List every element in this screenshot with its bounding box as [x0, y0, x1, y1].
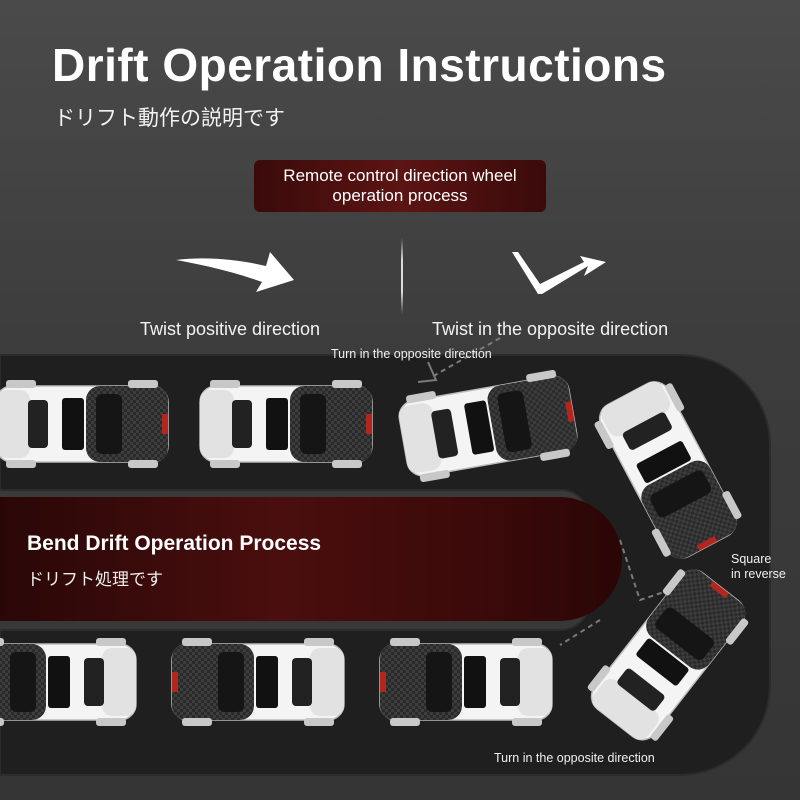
- twist-opposite-label: Twist in the opposite direction: [432, 319, 669, 339]
- curved-arrow-right-icon: [176, 252, 294, 292]
- check-arrow-icon: [512, 252, 606, 294]
- square-line-1: Square: [731, 552, 772, 566]
- bend-drift-title: Bend Drift Operation Process: [27, 532, 322, 555]
- center-divider: [401, 238, 403, 314]
- remote-control-line-2: operation process: [332, 186, 468, 205]
- car-top-1: [0, 379, 169, 469]
- page-title: Drift Operation Instructions: [52, 39, 667, 91]
- car-bottom-1: [379, 637, 553, 727]
- bend-drift-subtitle-japanese: ドリフト処理です: [27, 570, 163, 590]
- bend-drift-box: [0, 497, 622, 621]
- page-subtitle-japanese: ドリフト動作の説明です: [54, 106, 285, 130]
- car-bottom-3: [0, 637, 137, 727]
- turn-opposite-bottom-label: Turn in the opposite direction: [494, 751, 655, 765]
- square-line-2: in reverse: [731, 567, 786, 581]
- car-bottom-2: [171, 637, 345, 727]
- remote-control-box: Remote control direction wheel operation…: [254, 160, 546, 212]
- square-in-reverse-label: Square in reverse: [731, 552, 786, 582]
- remote-control-line-1: Remote control direction wheel: [283, 166, 517, 185]
- turn-opposite-top-label: Turn in the opposite direction: [331, 347, 492, 361]
- car-top-2: [199, 379, 373, 469]
- twist-positive-label: Twist positive direction: [140, 319, 321, 339]
